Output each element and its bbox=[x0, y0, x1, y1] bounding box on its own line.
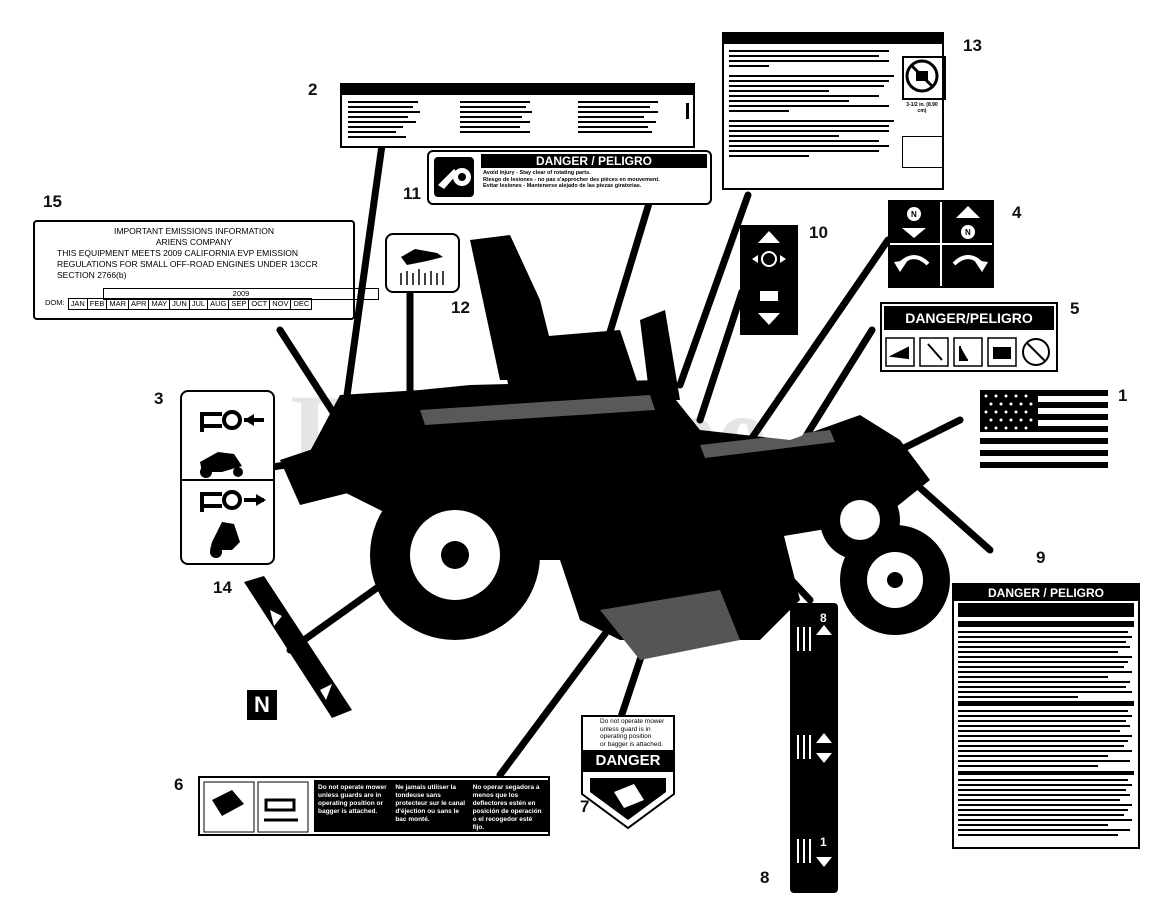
decal-3-lever-direction bbox=[180, 390, 275, 565]
emissions-line5: SECTION 2766(b) bbox=[57, 270, 127, 280]
decal-2-warning-label bbox=[340, 83, 695, 148]
hand-blade-icon bbox=[432, 155, 476, 199]
callout-15: 15 bbox=[43, 192, 62, 211]
decal-9-header: DANGER / PELIGRO bbox=[954, 585, 1138, 601]
callout-12: 12 bbox=[451, 298, 470, 317]
decal-7-line1: Do not operate mower bbox=[600, 718, 665, 725]
decal-7-danger-shield: Do not operate mower unless guard is in … bbox=[580, 714, 676, 830]
lower-arrow-icon bbox=[816, 857, 832, 867]
decal-5-icon-row bbox=[885, 337, 1050, 367]
emissions-year: 2009 bbox=[103, 288, 379, 300]
leader-15 bbox=[276, 326, 342, 424]
month: MAY bbox=[149, 298, 171, 310]
decal-8-cut-height: 8 1 bbox=[790, 603, 838, 893]
leader-10 bbox=[696, 288, 746, 424]
callout-11: 11 bbox=[403, 184, 421, 203]
month: JAN bbox=[67, 298, 88, 310]
callout-6: 6 bbox=[174, 775, 184, 794]
callout-7: 7 bbox=[580, 797, 590, 816]
front-bumper bbox=[280, 440, 360, 505]
callout-3: 3 bbox=[154, 389, 164, 408]
fuel-level-icon bbox=[902, 136, 944, 168]
decal-7-line4: or bagger is attached. bbox=[600, 740, 663, 748]
decal-14-neutral-n: N bbox=[247, 690, 277, 720]
seat bbox=[500, 330, 640, 395]
callout-8: 8 bbox=[760, 868, 770, 887]
deck-chute bbox=[600, 590, 740, 660]
hand-grass-icon bbox=[400, 249, 444, 285]
callout-4: 4 bbox=[1012, 203, 1022, 222]
no-fuel-icon bbox=[902, 56, 946, 100]
decal-9-danger-text-label: DANGER / PELIGRO bbox=[952, 583, 1140, 849]
decal-4-direction-controls: N N bbox=[888, 200, 994, 288]
decal-2-text-block bbox=[348, 101, 689, 138]
month: OCT bbox=[249, 298, 271, 310]
decal-7-line2: unless guard is in bbox=[600, 725, 651, 733]
callout-10: 10 bbox=[809, 223, 828, 242]
mower-reverse-icon bbox=[210, 522, 240, 550]
leader-2 bbox=[341, 141, 386, 414]
decal-7-line3: operating position bbox=[600, 733, 652, 740]
decal-5-danger-icons: DANGER/PELIGRO bbox=[880, 302, 1058, 372]
decal-1-us-flag bbox=[980, 390, 1108, 470]
month: AUG bbox=[208, 298, 230, 310]
decal-11-line2: Riesgo de lesiones - no pas s'approcher … bbox=[483, 176, 660, 183]
emissions-company: ARIENS COMPANY bbox=[155, 237, 233, 247]
decal-8-bottom-number: 1 bbox=[820, 835, 827, 849]
month: SEP bbox=[229, 298, 250, 310]
emissions-months: DOM: JAN FEB MAR APR MAY JUN JUL AUG SEP… bbox=[43, 298, 313, 310]
us-flag-icon bbox=[980, 390, 1108, 468]
arrow-down-icon bbox=[758, 313, 780, 325]
decal-13-size: 3-1/2 in. (8.90 cm) bbox=[906, 102, 938, 114]
month: JUL bbox=[189, 298, 209, 310]
decal-11-line3: Evitar lesiones - Mantenerse alejado de … bbox=[483, 183, 642, 189]
month: MAR bbox=[107, 298, 130, 310]
decal-5-header: DANGER/PELIGRO bbox=[884, 306, 1054, 330]
decal-9-body bbox=[958, 603, 1134, 836]
leader-13 bbox=[676, 191, 752, 389]
callout-2: 2 bbox=[308, 80, 318, 99]
callout-1: 1 bbox=[1118, 386, 1128, 405]
dom-label: DOM: bbox=[45, 298, 65, 307]
emissions-line3: THIS EQUIPMENT MEETS 2009 CALIFORNIA EVP… bbox=[57, 248, 299, 258]
decal-11-danger-rotating: DANGER / PELIGRO Avoid injury - Stay cle… bbox=[427, 150, 712, 205]
month: FEB bbox=[87, 298, 108, 310]
steering-column bbox=[640, 310, 680, 400]
decal-11-header: DANGER / PELIGRO bbox=[481, 154, 707, 168]
decal-15-emissions: IMPORTANT EMISSIONS INFORMATION ARIENS C… bbox=[33, 220, 379, 320]
mower-forward-icon bbox=[200, 452, 242, 472]
decal-11-line1: Avoid injury - Stay clear of rotating pa… bbox=[483, 170, 591, 176]
emissions-title: IMPORTANT EMISSIONS INFORMATION bbox=[114, 226, 274, 236]
decal-12-hand-grass bbox=[385, 233, 460, 293]
decal-13-fuel-label: 3-1/2 in. (8.90 cm) bbox=[722, 32, 946, 190]
decal-14-lever-strip bbox=[234, 572, 356, 722]
month: NOV bbox=[270, 298, 292, 310]
callout-14: 14 bbox=[213, 578, 232, 597]
decal-6-guard-warning: Do not operate mower unless guards are i… bbox=[198, 776, 550, 836]
neutral-n: N bbox=[911, 210, 917, 219]
decal-6-french: Ne jamais utiliser la tondeuse sans prot… bbox=[395, 784, 466, 823]
decal-6-english: Do not operate mower unless guards are i… bbox=[318, 784, 387, 815]
arrow-up-icon bbox=[758, 231, 780, 243]
month: APR bbox=[129, 298, 150, 310]
month: DEC bbox=[291, 298, 313, 310]
leader-4 bbox=[726, 236, 892, 474]
emissions-line4: REGULATIONS FOR SMALL OFF-ROAD ENGINES U… bbox=[57, 259, 318, 269]
decal-6-icons bbox=[203, 781, 309, 833]
callout-5: 5 bbox=[1070, 299, 1080, 318]
decal-6-spanish: No operar segadora a menos que los defle… bbox=[472, 784, 542, 831]
decal-10-speed-control bbox=[740, 225, 798, 335]
raise-arrow-icon bbox=[816, 625, 832, 635]
callout-9: 9 bbox=[1036, 548, 1046, 567]
decal-13-text bbox=[729, 50, 894, 157]
month: JUN bbox=[170, 298, 190, 310]
neutral-n: N bbox=[965, 228, 971, 237]
decal-7-danger-word: DANGER bbox=[595, 752, 661, 769]
callout-13: 13 bbox=[963, 36, 982, 55]
decal-8-top-number: 8 bbox=[820, 611, 827, 625]
